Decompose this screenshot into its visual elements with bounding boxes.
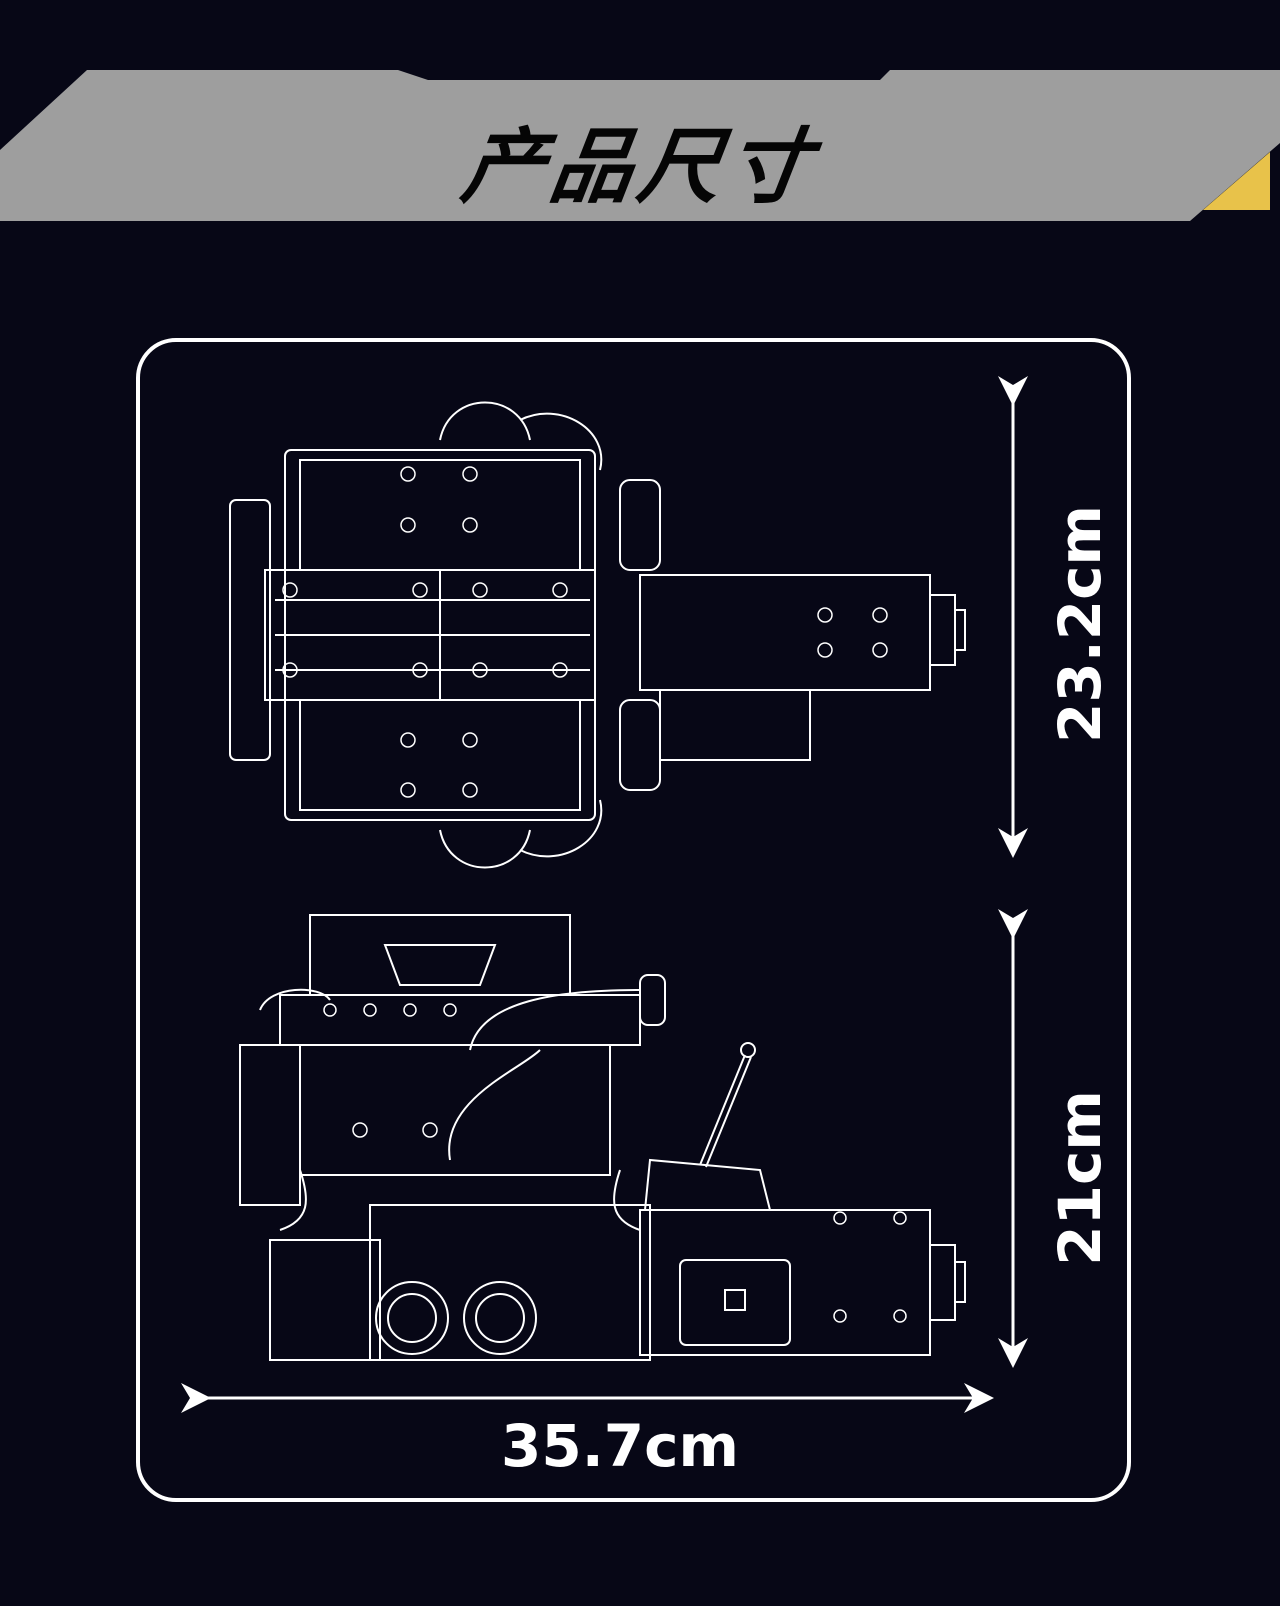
engine-side-view <box>239 914 966 1361</box>
engine-top-view <box>229 401 966 869</box>
height-label: 23.2cm <box>1046 505 1114 743</box>
dimension-frame <box>136 338 1131 1502</box>
header-banner <box>0 70 1280 221</box>
banner-accent-corner <box>1203 152 1270 210</box>
depth-label: 21cm <box>1046 1090 1114 1266</box>
banner-shape <box>0 70 1280 221</box>
width-label: 35.7cm <box>501 1412 739 1480</box>
